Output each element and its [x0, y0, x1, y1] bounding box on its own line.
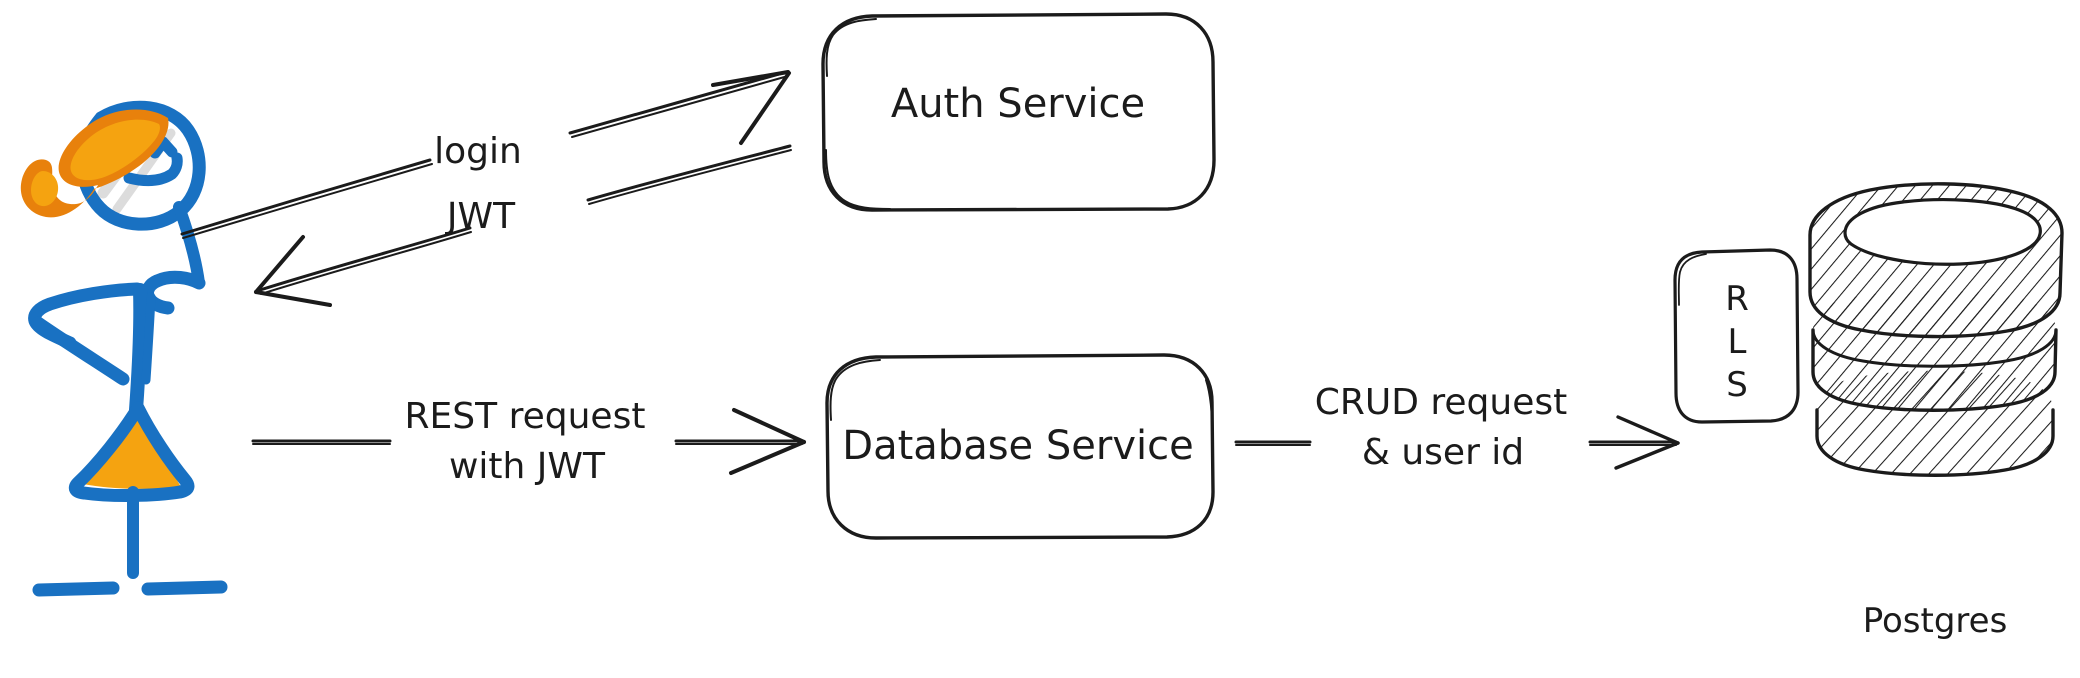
torso-icon [129, 283, 148, 417]
node-label-postgres: Postgres [1863, 601, 2008, 641]
node-postgres[interactable]: Postgres [1808, 182, 2064, 641]
edge-label-rest-line1: REST request [405, 396, 646, 437]
node-label-database-service: Database Service [842, 423, 1193, 469]
edge-label-crud-line2: & user id [1362, 432, 1524, 473]
edge-rest-request: REST request with JWT [251, 396, 806, 487]
node-label-auth-service: Auth Service [891, 81, 1145, 127]
arm-right-icon [141, 270, 206, 303]
foot-left-icon [32, 581, 120, 597]
node-label-rls-s: S [1726, 365, 1748, 405]
edge-label-rest-line2: with JWT [449, 446, 606, 487]
hair-bow-icon [20, 109, 169, 218]
user-stick-figure [20, 100, 228, 597]
edge-login: login [180, 70, 791, 239]
edge-crud-request: CRUD request & user id [1234, 382, 1680, 473]
edge-jwt: JWT [254, 144, 792, 307]
node-auth-service[interactable]: Auth Service [821, 12, 1216, 212]
node-label-rls-l: L [1728, 322, 1747, 362]
node-database-service[interactable]: Database Service [825, 353, 1215, 540]
skirt-icon [79, 410, 181, 489]
foot-right-icon [141, 580, 228, 596]
edge-label-jwt: JWT [445, 196, 516, 237]
node-rls[interactable]: R L S [1673, 248, 1800, 424]
node-label-rls-r: R [1725, 279, 1749, 319]
edge-label-login: login [434, 131, 522, 172]
db-disc-top [1808, 182, 2064, 339]
smile-icon [123, 152, 183, 187]
edge-label-crud-line1: CRUD request [1315, 382, 1568, 423]
